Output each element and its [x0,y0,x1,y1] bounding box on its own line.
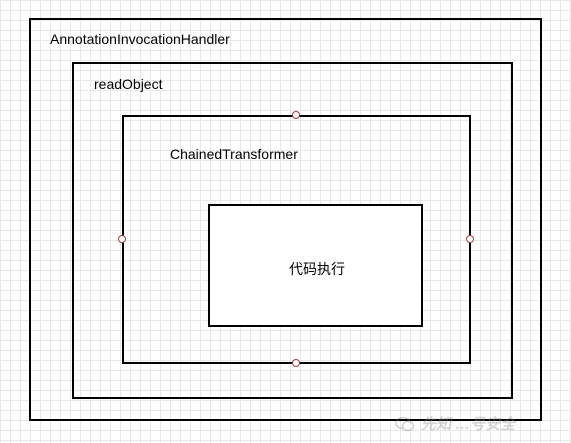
core-box-label: 代码执行 [289,261,345,277]
mid-box-label: readObject [94,76,163,92]
resize-handle-right[interactable] [466,235,474,243]
resize-handle-bottom[interactable] [292,359,300,367]
watermark: 先知 …号安全 [395,404,571,443]
outer-box-label: AnnotationInvocationHandler [50,31,230,47]
core-box-code-execution[interactable] [208,204,423,327]
resize-handle-left[interactable] [118,235,126,243]
wechat-icon [395,416,415,431]
resize-handle-top[interactable] [292,111,300,119]
watermark-text: 先知 …号安全 [421,416,516,433]
inner-box-label: ChainedTransformer [170,146,298,162]
mid-box-read-object[interactable] [72,62,513,399]
outer-box-annotation-invocation-handler[interactable] [29,18,542,421]
